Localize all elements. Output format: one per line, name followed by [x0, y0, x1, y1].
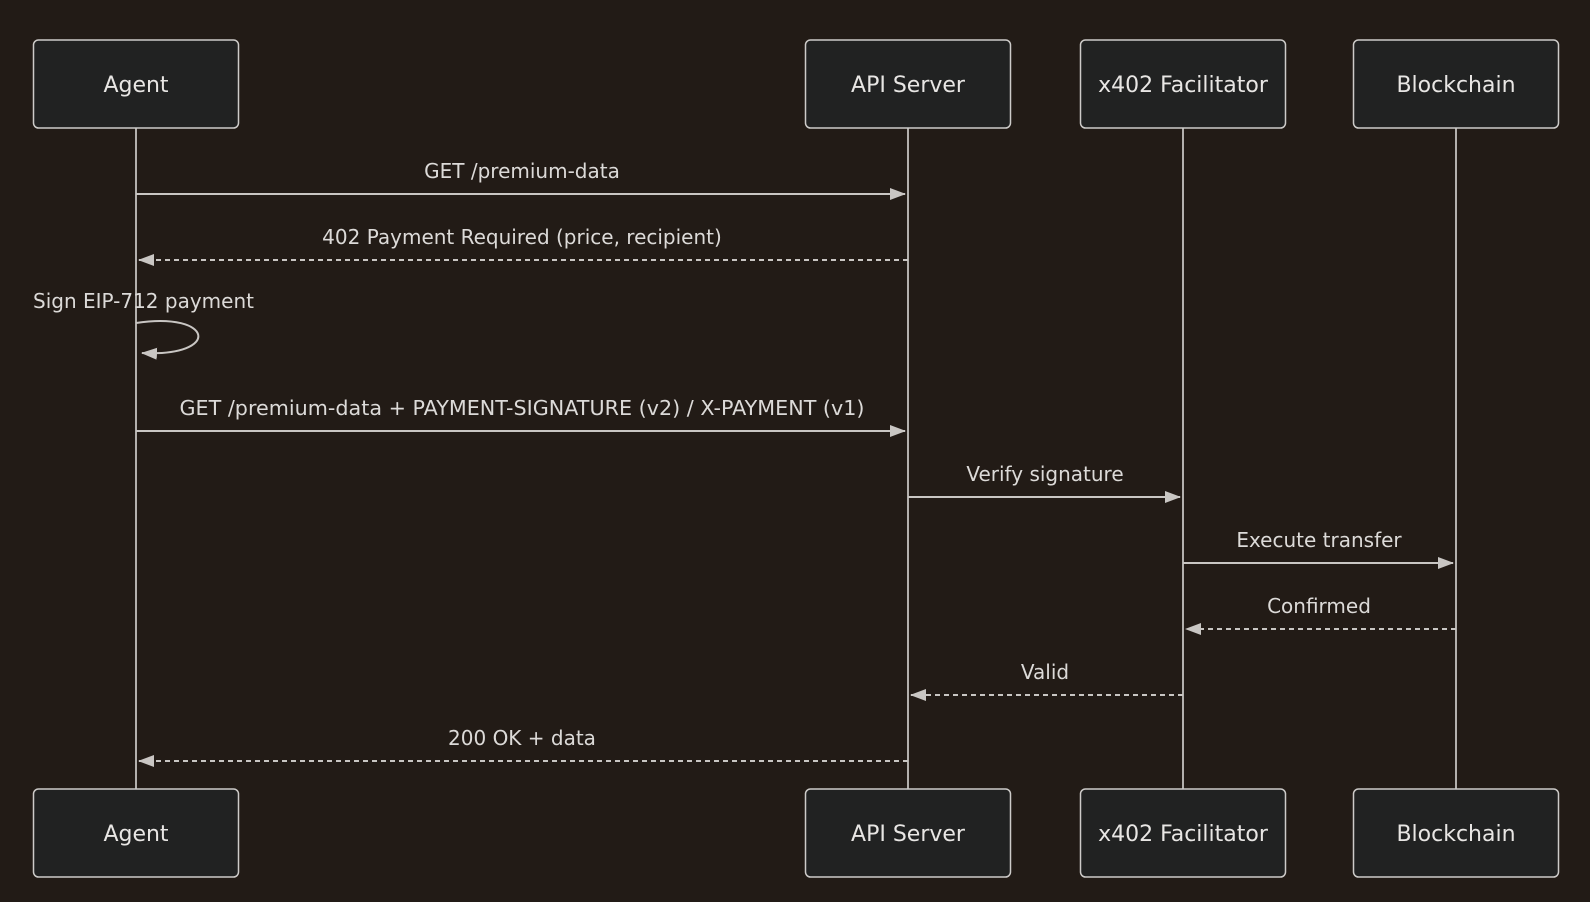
message-confirmed: Confirmed	[1185, 594, 1456, 635]
lifelines	[135, 128, 1457, 789]
actor-label: API Server	[851, 822, 966, 847]
actor-label: API Server	[851, 73, 966, 98]
actor-box	[804, 39, 1012, 129]
actor-top-x402-facilitator: x402 Facilitator	[1079, 39, 1287, 129]
message-valid: Valid	[910, 660, 1183, 701]
message-label: Sign EIP-712 payment	[33, 289, 254, 313]
actor-box	[1352, 788, 1560, 878]
actor-box	[32, 788, 240, 878]
actor-box	[1079, 39, 1287, 129]
message-execute-transfer: Execute transfer	[1183, 528, 1454, 569]
message-label: 402 Payment Required (price, recipient)	[322, 225, 722, 249]
actor-bottom-x402-facilitator: x402 Facilitator	[1079, 788, 1287, 878]
actor-label: Blockchain	[1396, 73, 1515, 98]
message-label: Verify signature	[966, 462, 1123, 486]
message-get-premium-data-with-signature: GET /premium-data + PAYMENT-SIGNATURE (v…	[136, 396, 906, 437]
actor-label: Agent	[103, 73, 168, 98]
actor-box	[1079, 788, 1287, 878]
message-label: Valid	[1021, 660, 1069, 684]
actor-label: x402 Facilitator	[1098, 73, 1269, 98]
self-loop-arrow	[135, 320, 200, 360]
actor-label: Blockchain	[1396, 822, 1515, 847]
actor-bottom-agent: Agent	[32, 788, 240, 878]
message-label: 200 OK + data	[448, 726, 596, 750]
actor-top-blockchain: Blockchain	[1352, 39, 1560, 129]
message-label: Confirmed	[1267, 594, 1371, 618]
actor-bottom-api-server: API Server	[804, 788, 1012, 878]
actor-top-api-server: API Server	[804, 39, 1012, 129]
actor-bottom-blockchain: Blockchain	[1352, 788, 1560, 878]
message-label: Execute transfer	[1236, 528, 1402, 552]
actor-box	[804, 788, 1012, 878]
message-402-payment-required: 402 Payment Required (price, recipient)	[138, 225, 908, 266]
message-200-ok: 200 OK + data	[138, 726, 908, 767]
message-get-premium-data: GET /premium-data	[136, 159, 906, 200]
actor-box	[32, 39, 240, 129]
message-label: GET /premium-data	[424, 159, 620, 183]
actor-top-agent: Agent	[32, 39, 240, 129]
message-sign-eip712-self-loop: Sign EIP-712 payment	[33, 289, 254, 360]
actor-label: Agent	[103, 822, 168, 847]
actor-box	[1352, 39, 1560, 129]
message-label: GET /premium-data + PAYMENT-SIGNATURE (v…	[180, 396, 865, 420]
actor-label: x402 Facilitator	[1098, 822, 1269, 847]
message-verify-signature: Verify signature	[908, 462, 1181, 503]
